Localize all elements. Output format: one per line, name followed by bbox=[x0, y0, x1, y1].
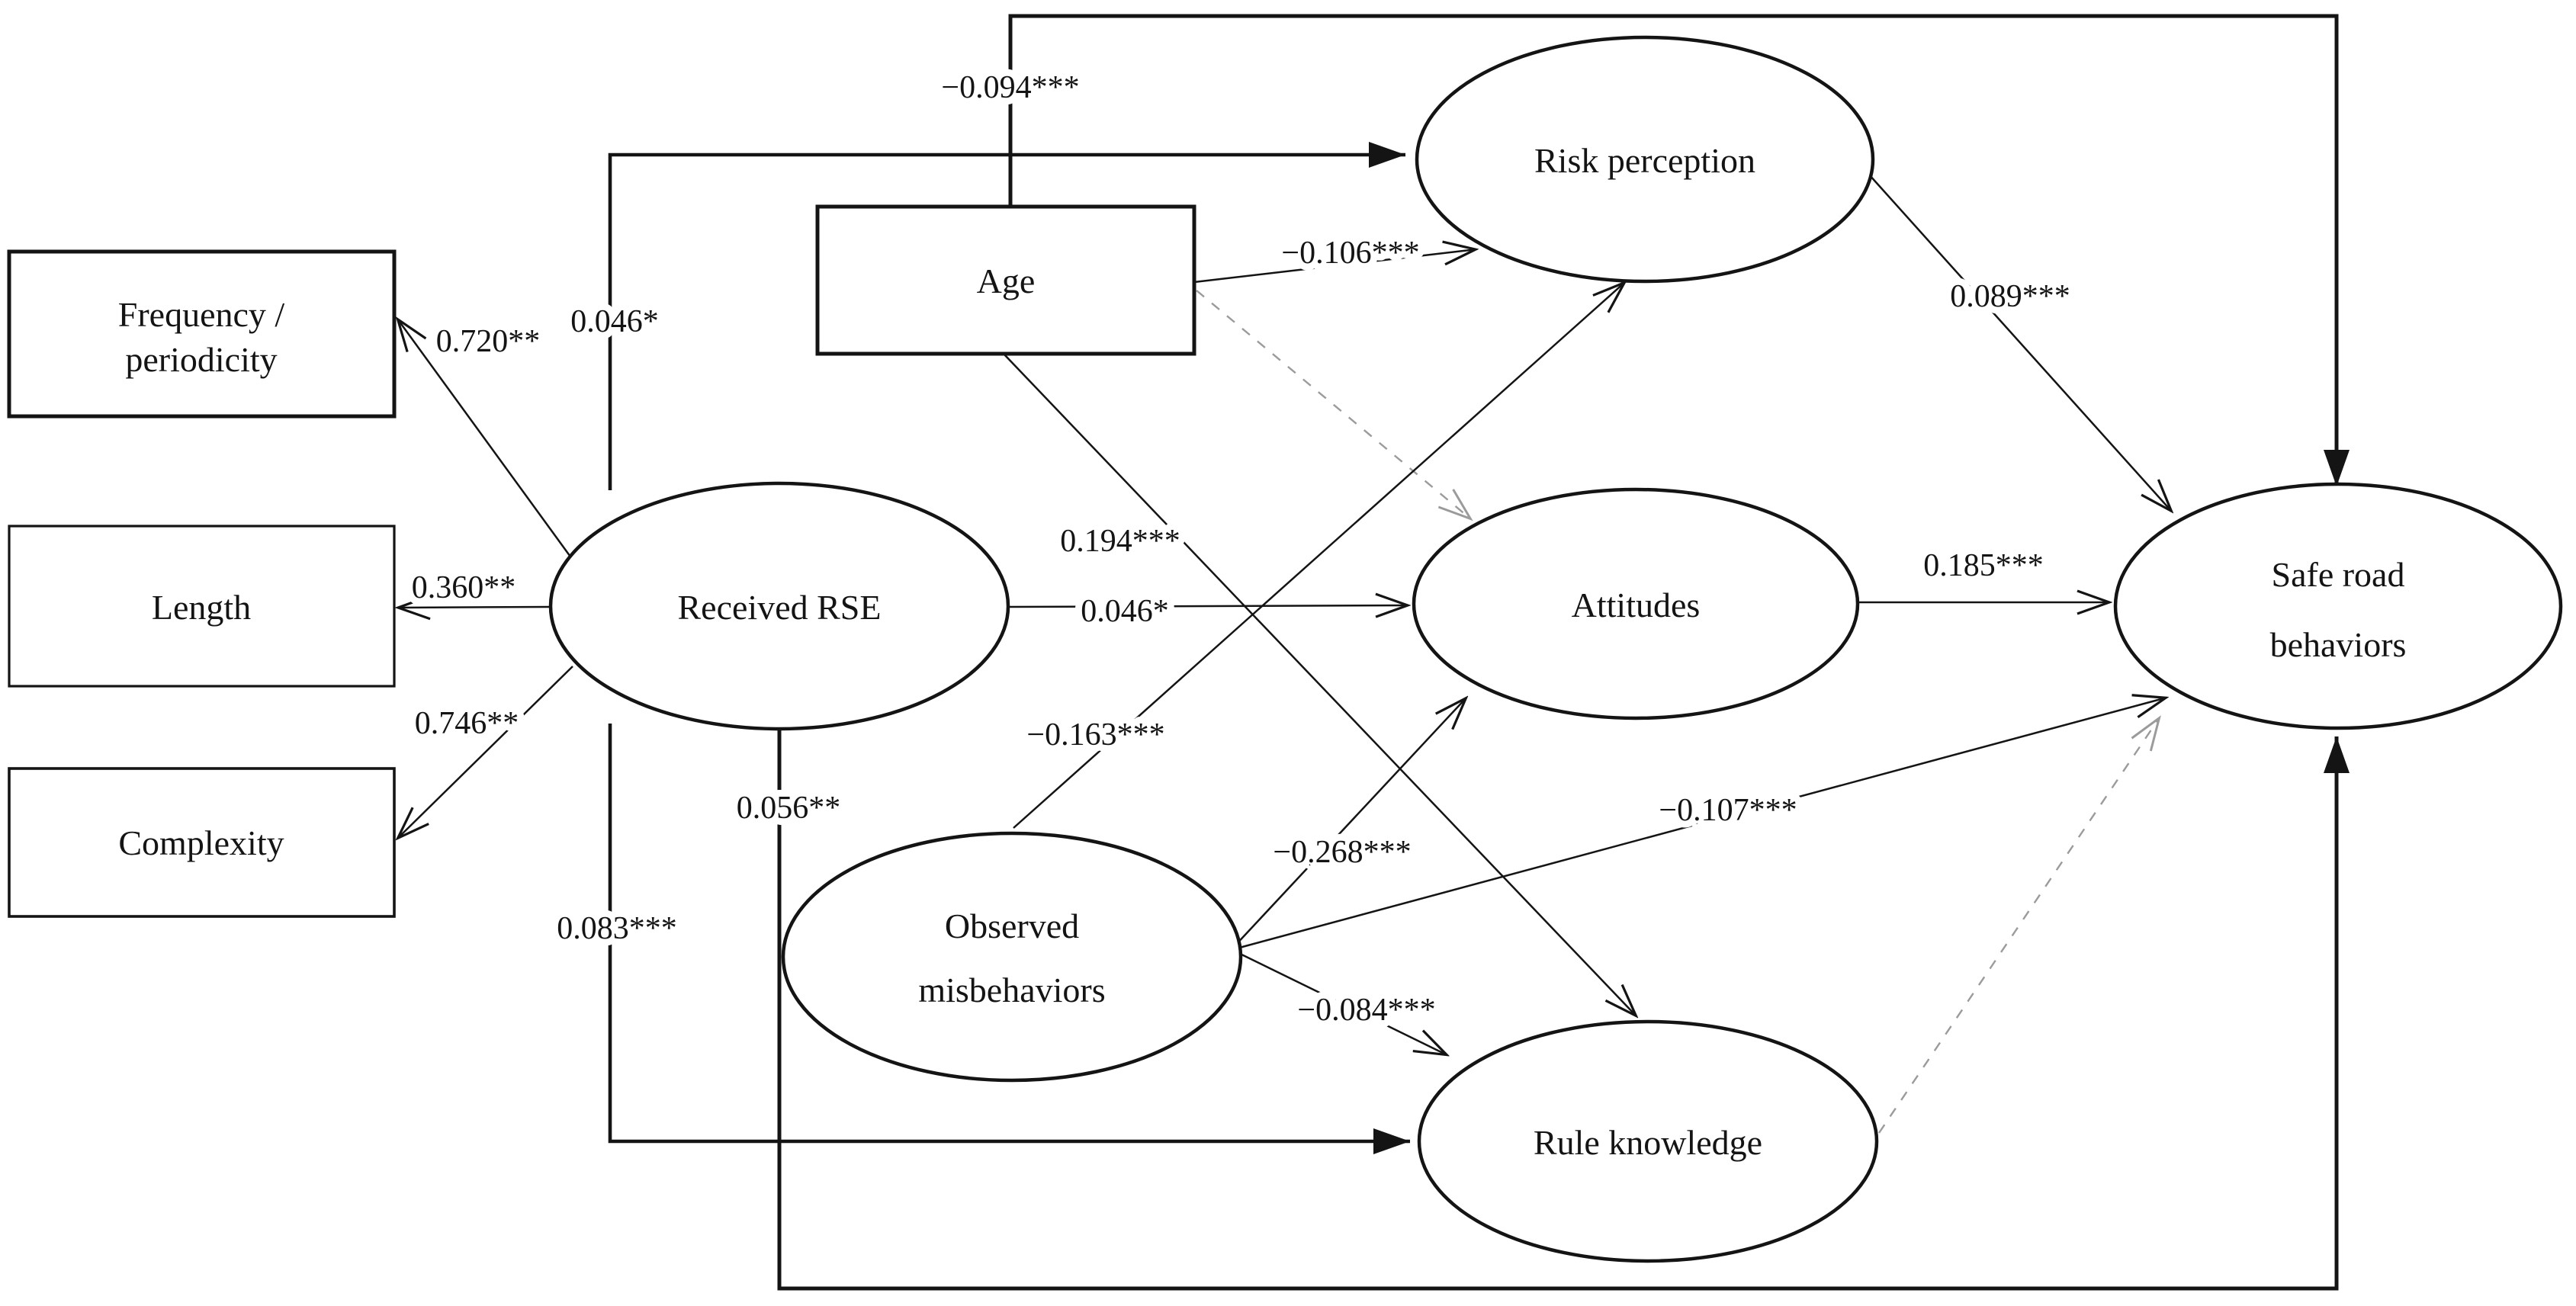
node-received-rse: Received RSE bbox=[548, 481, 1010, 731]
risk-perception-label: Risk perception bbox=[1534, 141, 1755, 180]
path-rse-to-complexity bbox=[397, 666, 573, 839]
node-safe-road-behaviors: Safe road behaviors bbox=[2113, 482, 2563, 730]
frequency-box bbox=[7, 249, 397, 419]
coefficient-age-risk: −0.106*** bbox=[1281, 236, 1419, 271]
path-rse-to-frequency bbox=[397, 319, 576, 563]
age-label: Age bbox=[977, 262, 1036, 300]
coefficient-rse-frequency: 0.720** bbox=[436, 324, 541, 359]
rule-knowledge-label: Rule knowledge bbox=[1534, 1123, 1762, 1162]
safe-road-behaviors-label-line2: behaviors bbox=[2270, 625, 2407, 664]
length-box bbox=[8, 525, 396, 688]
node-age: Age bbox=[815, 204, 1196, 356]
length-label: Length bbox=[152, 588, 251, 627]
frequency-label-line1: Frequency / bbox=[118, 295, 285, 334]
path-rse-to-attitudes bbox=[1008, 605, 1408, 607]
observed-misbehaviors-label-line2: misbehaviors bbox=[918, 971, 1105, 1009]
coefficient-rse-complexity: 0.746** bbox=[415, 706, 519, 741]
node-risk-perception: Risk perception bbox=[1415, 35, 1875, 284]
path-age-to-attitudes-dashed bbox=[1196, 290, 1471, 519]
coefficient-obs-risk: −0.163*** bbox=[1026, 717, 1164, 752]
coefficient-obs-attitudes: −0.268*** bbox=[1273, 835, 1411, 870]
path-risk-perception-to-safe-road-behaviors bbox=[1868, 174, 2172, 512]
path-rule-knowledge-to-safe-road-behaviors-dashed bbox=[1878, 717, 2160, 1134]
risk-perception-ellipse bbox=[1415, 35, 1875, 284]
path-rse-to-risk-perception bbox=[608, 142, 1405, 490]
coefficient-risk-safe: 0.089*** bbox=[1950, 279, 2070, 314]
rule-knowledge-ellipse bbox=[1417, 1019, 1879, 1263]
safe-road-behaviors-ellipse bbox=[2113, 482, 2563, 730]
path-rse-to-rule-knowledge bbox=[608, 724, 1410, 1154]
path-observed-misbehaviors-to-attitudes bbox=[1233, 698, 1466, 948]
coefficient-rse-rule: 0.083*** bbox=[557, 911, 677, 946]
coefficient-obs-safe: −0.107*** bbox=[1659, 793, 1797, 828]
attitudes-label: Attitudes bbox=[1572, 586, 1701, 624]
frequency-label-line2: periodicity bbox=[125, 340, 277, 379]
coefficient-rse-length: 0.360** bbox=[412, 570, 516, 605]
path-age-to-risk-perception bbox=[1193, 249, 1476, 284]
coefficient-age-rule: 0.194*** bbox=[1060, 524, 1180, 559]
received-rse-ellipse bbox=[548, 481, 1010, 731]
coefficient-age-safe: −0.094*** bbox=[941, 70, 1079, 105]
node-frequency-periodicity: Frequency / periodicity bbox=[7, 249, 397, 419]
observed-misbehaviors-label-line1: Observed bbox=[945, 906, 1079, 945]
node-attitudes: Attitudes bbox=[1412, 487, 1860, 720]
node-length: Length bbox=[8, 525, 396, 688]
node-complexity: Complexity bbox=[8, 767, 396, 918]
received-rse-label: Received RSE bbox=[678, 588, 882, 627]
coefficient-obs-rule: −0.084*** bbox=[1297, 993, 1435, 1028]
path-observed-misbehaviors-to-safe-road-behaviors bbox=[1233, 698, 2166, 951]
node-observed-misbehaviors: Observed misbehaviors bbox=[781, 831, 1243, 1083]
path-rse-to-length bbox=[397, 607, 551, 608]
path-age-to-rule-knowledge bbox=[1004, 354, 1636, 1016]
path-observed-misbehaviors-to-rule-knowledge bbox=[1233, 949, 1447, 1055]
safe-road-behaviors-label-line1: Safe road bbox=[2272, 555, 2405, 594]
complexity-box bbox=[8, 767, 396, 918]
attitudes-ellipse bbox=[1412, 487, 1860, 720]
path-age-to-safe-road-behaviors bbox=[1008, 14, 2350, 486]
observed-misbehaviors-ellipse bbox=[781, 831, 1243, 1083]
coefficient-attitudes-safe: 0.185*** bbox=[1923, 548, 2044, 583]
coefficient-rse-attitudes: 0.046* bbox=[1081, 594, 1169, 629]
age-box bbox=[815, 204, 1196, 356]
coefficient-rse-safe: 0.056** bbox=[737, 791, 841, 826]
path-observed-misbehaviors-to-risk-perception bbox=[1013, 282, 1625, 829]
node-rule-knowledge: Rule knowledge bbox=[1417, 1019, 1879, 1263]
complexity-label: Complexity bbox=[118, 823, 284, 862]
path-rse-to-safe-road-behaviors bbox=[777, 730, 2350, 1291]
coefficient-rse-risk: 0.046* bbox=[570, 304, 659, 339]
